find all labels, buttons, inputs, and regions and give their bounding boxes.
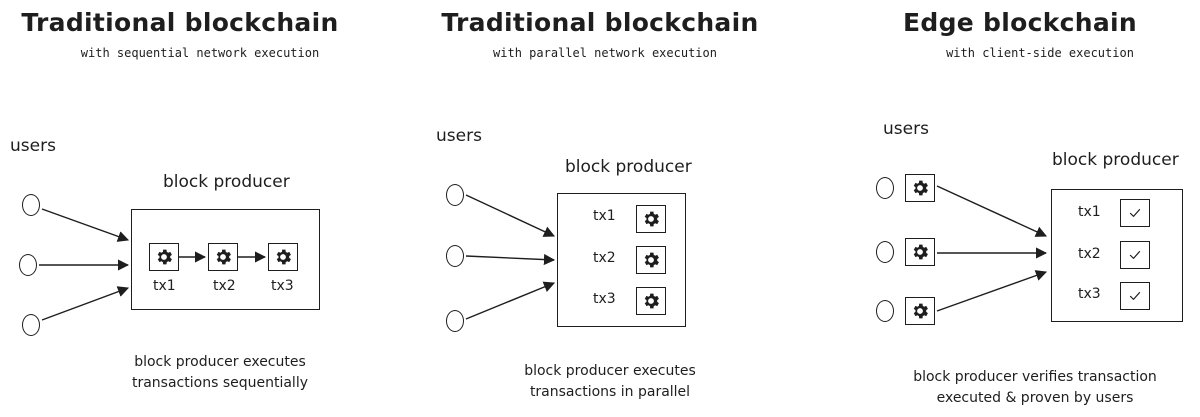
caption-line: transactions in parallel [529,384,691,400]
arrow [936,270,1048,312]
users-label: users [883,119,929,139]
caption-line: block producer executes [524,363,696,379]
arrow [465,281,556,320]
user-node [22,314,40,336]
tx-label: tx2 [593,250,616,266]
tx-executor [636,246,666,274]
user-node [446,310,464,332]
arrow [465,253,556,266]
tx-label: tx1 [593,208,616,224]
caption-line: executed & proven by users [936,390,1134,406]
panel-caption: block producer verifies transaction exec… [885,367,1185,409]
tx-label: tx2 [1078,246,1101,262]
panel-caption: block producer executes transactions seq… [100,352,340,394]
panel-title: Traditional blockchain [21,8,339,37]
panel-subtitle: with parallel network execution [493,46,717,60]
caption-line: transactions sequentially [131,375,308,391]
user-node [876,300,894,322]
tx-verified [1120,241,1150,269]
arrow [936,185,1048,237]
client-executor [905,297,935,325]
tx-label: tx2 [213,278,236,294]
producer-label: block producer [163,172,290,192]
tx-executor [268,243,298,271]
tx-label: tx1 [153,278,176,294]
producer-label: block producer [565,157,692,177]
tx-label: tx1 [1078,204,1101,220]
panel-subtitle: with sequential network execution [80,46,320,60]
tx-label: tx3 [593,291,616,307]
client-executor [905,238,935,266]
tx-executor [208,243,238,271]
user-node [446,245,464,267]
panel-caption: block producer executes transactions in … [490,361,730,403]
arrow [41,208,130,242]
caption-line: block producer executes [134,354,306,370]
users-label: users [10,136,56,156]
tx-verified [1120,282,1150,310]
client-executor [905,174,935,202]
tx-executor [636,287,666,315]
tx-label: tx3 [1078,286,1101,302]
caption-line: block producer verifies transaction [913,369,1157,385]
panel-subtitle: with client-side execution [946,46,1134,60]
producer-label: block producer [1052,150,1179,170]
panel-parallel: Traditional blockchain with parallel net… [400,0,800,417]
panel-sequential: Traditional blockchain with sequential n… [0,0,400,417]
users-label: users [436,126,482,146]
user-node [22,194,40,216]
user-node [19,254,37,276]
block-producer-box [1051,189,1183,322]
tx-verified [1120,199,1150,227]
panel-edge: Edge blockchain with client-side executi… [800,0,1200,417]
arrow [41,286,130,321]
user-node [446,184,464,206]
panel-title: Edge blockchain [903,8,1137,37]
tx-label: tx3 [271,278,294,294]
tx-executor [636,205,666,233]
user-node [876,241,894,263]
arrow [465,194,556,237]
user-node [876,177,894,199]
panel-title: Traditional blockchain [441,8,759,37]
tx-executor [149,243,179,271]
